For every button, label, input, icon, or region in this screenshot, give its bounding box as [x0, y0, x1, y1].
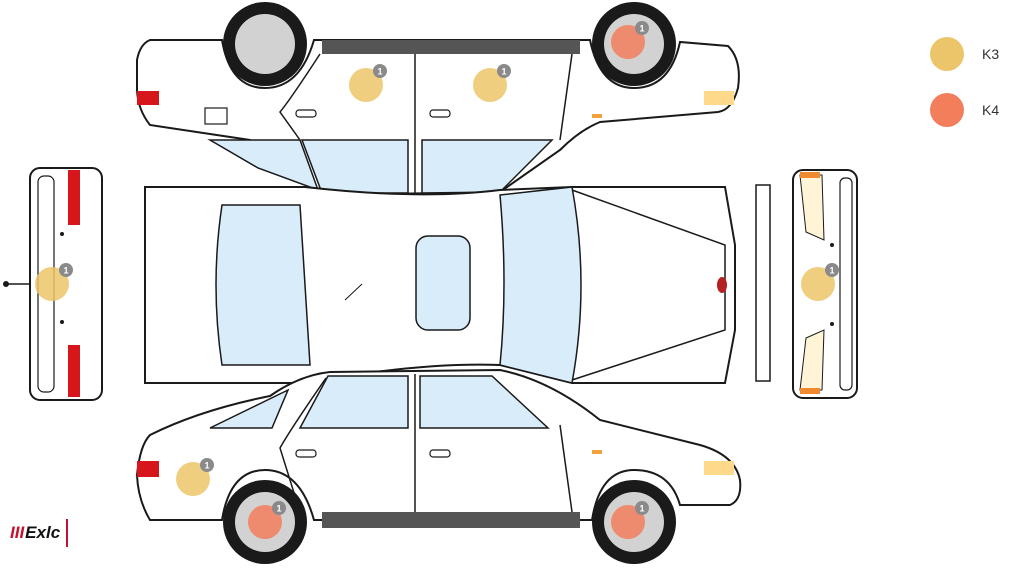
legend-label: K3 [982, 46, 1000, 62]
damage-count-text: 1 [501, 67, 506, 77]
tail-light [137, 461, 159, 477]
damage-count-text: 1 [639, 504, 644, 514]
damage-count-text: 1 [639, 24, 644, 34]
door-handle [295, 109, 317, 118]
damage-marker-k3[interactable]: 1 [801, 263, 839, 301]
side-marker [592, 450, 602, 454]
brand-logo: III Exlc [10, 518, 69, 548]
damage-marker-dot[interactable] [801, 267, 835, 301]
damage-count-text: 1 [377, 67, 382, 77]
indicator-light [800, 172, 820, 178]
wheel-rear [223, 2, 307, 86]
legend-swatch-k4 [930, 93, 964, 127]
damage-count-text: 1 [204, 461, 209, 471]
damage-marker-dot[interactable] [611, 505, 645, 539]
damage-count-badge [635, 21, 649, 35]
legend-swatch-k3 [930, 37, 964, 71]
damage-marker-k4[interactable]: 1 [248, 501, 286, 539]
damage-count-badge [635, 501, 649, 515]
car-body [135, 368, 742, 521]
damage-marker-dot[interactable] [473, 68, 507, 102]
damage-count-badge [59, 263, 73, 277]
indicator-light [800, 388, 820, 394]
damage-marker-dot[interactable] [611, 25, 645, 59]
damage-marker-dot[interactable] [176, 462, 210, 496]
damage-count-badge [200, 458, 214, 472]
window-middle [300, 139, 409, 194]
damage-marker-k3[interactable]: 1 [473, 64, 511, 102]
indicator-light [704, 461, 734, 475]
damage-count-text: 1 [829, 266, 834, 276]
window-middle [298, 375, 409, 429]
legend-item-k4: K4 [930, 90, 1010, 130]
legend: K3 K4 [930, 34, 1010, 146]
side-trim [322, 512, 580, 528]
car-side-view-bottom [135, 368, 742, 564]
window-front [419, 375, 550, 429]
damage-count-text: 1 [276, 504, 281, 514]
logo-accent-bar [66, 519, 69, 547]
damage-markers: 1 1 1 1 1 1 1 1 [35, 21, 839, 539]
bumper-strip [755, 184, 771, 382]
legend-item-k3: K3 [930, 34, 1010, 74]
car-top-view [144, 184, 771, 384]
door-handle [429, 109, 451, 118]
indicator-light [704, 91, 734, 105]
tail-light [68, 170, 80, 225]
damage-marker-k4[interactable]: 1 [611, 21, 649, 59]
window-rear [207, 139, 320, 192]
damage-marker-k3[interactable]: 1 [176, 458, 214, 496]
fuel-cap [204, 107, 228, 125]
side-marker [592, 114, 602, 118]
damage-marker-k4[interactable]: 1 [611, 501, 649, 539]
damage-marker-dot[interactable] [35, 267, 69, 301]
tail-light [137, 91, 159, 105]
sunroof [415, 235, 471, 331]
damage-marker-dot[interactable] [349, 68, 383, 102]
rear-windscreen [215, 204, 311, 366]
damage-count-badge [272, 501, 286, 515]
window-rear [209, 388, 290, 429]
door-handle [429, 449, 451, 458]
logo-text: Exlc [25, 523, 61, 542]
side-trim [322, 40, 580, 54]
damage-marker-k3[interactable]: 1 [349, 64, 387, 102]
damage-count-text: 1 [63, 266, 68, 276]
damage-marker-k3[interactable]: 1 [35, 263, 73, 301]
damage-count-badge [373, 64, 387, 78]
front-windscreen [499, 186, 582, 384]
logo-bars: III [10, 523, 25, 542]
door-handle [295, 449, 317, 458]
damage-count-badge [825, 263, 839, 277]
car-side-view-top [136, 2, 740, 197]
legend-label: K4 [982, 102, 1000, 118]
emblem [717, 277, 727, 293]
damage-count-badge [497, 64, 511, 78]
tail-light [68, 345, 80, 397]
damage-marker-dot[interactable] [248, 505, 282, 539]
